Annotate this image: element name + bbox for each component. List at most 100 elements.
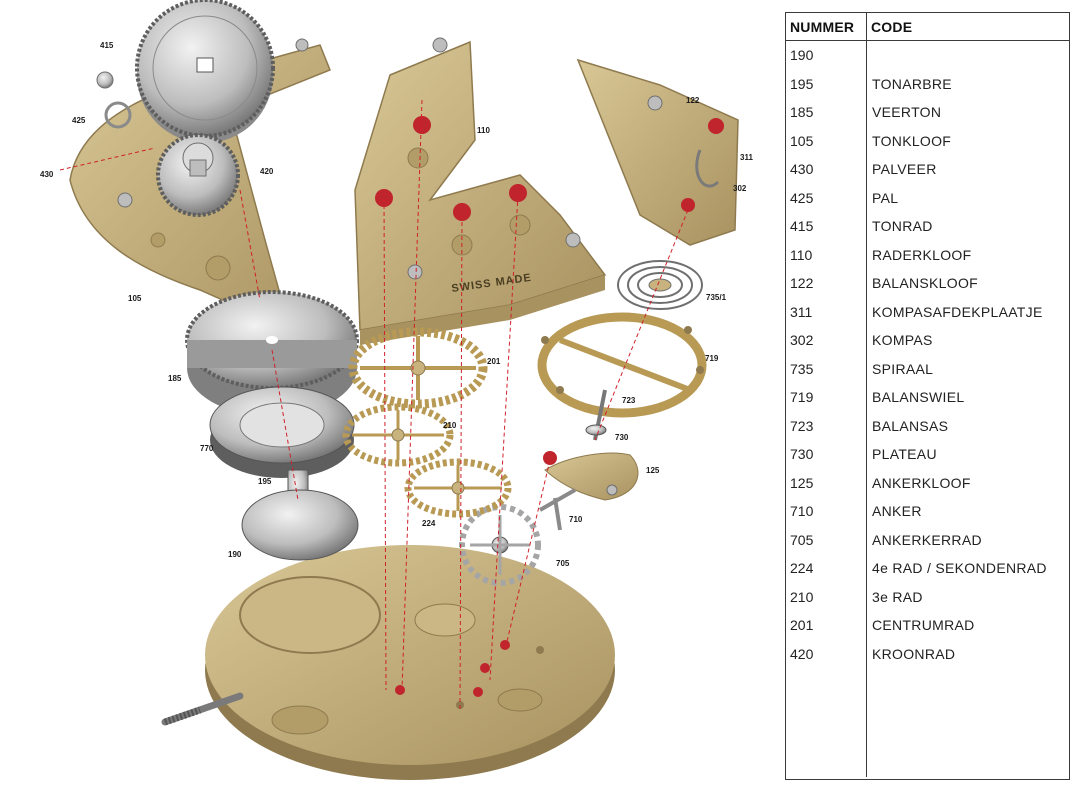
table-row: 415 TONRAD	[786, 212, 1069, 241]
ratchet-wheel-415	[135, 0, 275, 143]
assembly-guide-lines	[59, 99, 689, 711]
table-row: 195 TONARBRE	[786, 69, 1069, 98]
label-105: 105	[128, 294, 142, 303]
table-row: 719 BALANSWIEL	[786, 383, 1069, 412]
table-row: 122 BALANSKLOOF	[786, 269, 1069, 298]
cell-number: 723	[786, 411, 867, 440]
cell-number: 420	[786, 639, 867, 668]
table-row: 201 CENTRUMRAD	[786, 611, 1069, 640]
parts-table-grid: NUMMER CODE 190 195 TONARBRE 185 VEERTON 1…	[786, 13, 1069, 777]
table-row: 302 KOMPAS	[786, 326, 1069, 355]
cell-code-empty	[867, 668, 1070, 777]
cell-code: PALVEER	[872, 161, 937, 178]
cell-number: 224	[786, 554, 867, 583]
label-770: 770	[200, 444, 214, 453]
table-row: 311 KOMPASAFDEKPLAATJE	[786, 297, 1069, 326]
cell-number: 122	[786, 269, 867, 298]
fourth-wheel-224	[404, 458, 512, 518]
cell-number: 430	[786, 155, 867, 184]
label-302: 302	[733, 184, 747, 193]
label-430: 430	[40, 170, 54, 179]
table-row: 705 ANKERKERRAD	[786, 525, 1069, 554]
table-filler-row	[786, 668, 1069, 777]
cell-code: VEERTON	[872, 104, 942, 121]
label-719: 719	[705, 354, 719, 363]
cell-number: 185	[786, 98, 867, 127]
cell-code: BALANSWIEL	[872, 389, 965, 406]
label-190: 190	[228, 550, 242, 559]
cell-code: KROONRAD	[872, 645, 956, 662]
table-row: 110 RADERKLOOF	[786, 240, 1069, 269]
table-row: 190	[786, 40, 1070, 70]
cell-code: RADERKLOOF	[872, 246, 972, 263]
balance-staff-723	[585, 389, 607, 441]
label-125: 125	[646, 466, 660, 475]
cell-code	[867, 41, 1070, 70]
label-420: 420	[260, 167, 274, 176]
cell-code: BALANSAS	[872, 417, 949, 434]
cell-code: KOMPASAFDEKPLAATJE	[872, 303, 1043, 320]
table-row: 430 PALVEER	[786, 155, 1069, 184]
label-723: 723	[622, 396, 636, 405]
cell-code: CENTRUMRAD	[872, 617, 975, 634]
pallet-cock-125	[543, 451, 639, 501]
cell-number: 195	[786, 69, 867, 98]
cell-code: TONKLOOF	[872, 132, 952, 149]
cell-code: KOMPAS	[872, 332, 933, 349]
cell-number: 415	[786, 212, 867, 241]
cell-number: 110	[786, 240, 867, 269]
main-plate	[205, 545, 615, 780]
label-735-1: 735/1	[706, 293, 727, 302]
escape-wheel-705	[459, 504, 541, 586]
column-header-code: CODE	[866, 13, 1069, 41]
cell-number: 735	[786, 354, 867, 383]
label-110: 110	[477, 126, 490, 135]
label-195: 195	[258, 477, 272, 486]
cell-number: 719	[786, 383, 867, 412]
cell-number: 190	[786, 40, 867, 70]
cell-code: ANKERKERRAD	[872, 531, 982, 548]
center-wheel-201	[348, 327, 488, 409]
table-row: 185 VEERTON	[786, 98, 1069, 127]
column-header-number: NUMMER	[786, 13, 867, 41]
label-224: 224	[422, 519, 436, 528]
cell-number: 730	[786, 440, 867, 469]
cell-code: 3e RAD	[872, 588, 923, 605]
label-730: 730	[615, 433, 629, 442]
label-710: 710	[569, 515, 583, 524]
exploded-watch-movement-diagram: SWISS MADE	[40, 0, 753, 780]
cell-code: BALANSKLOOF	[872, 275, 979, 292]
diagram-svg: SWISS MADE	[40, 0, 753, 780]
winding-stem	[161, 692, 244, 726]
table-row: 420 KROONRAD	[786, 639, 1069, 668]
cell-number-empty	[786, 668, 867, 777]
cell-code: SPIRAAL	[872, 360, 934, 377]
table-row: 723 BALANSAS	[786, 411, 1069, 440]
label-311: 311	[740, 153, 753, 162]
cell-code: PLATEAU	[872, 446, 937, 463]
mainspring-770	[209, 386, 355, 478]
cell-number: 201	[786, 611, 867, 640]
cell-number: 425	[786, 183, 867, 212]
table-row: 730 PLATEAU	[786, 440, 1069, 469]
label-705: 705	[556, 559, 570, 568]
cell-code: TONRAD	[872, 218, 933, 235]
balance-wheel-719	[537, 312, 707, 418]
cell-number: 311	[786, 297, 867, 326]
label-122: 122	[686, 96, 700, 105]
hairspring-735	[617, 260, 703, 310]
parts-table: NUMMER CODE 190 195 TONARBRE 185 VEERTON 1…	[785, 12, 1070, 780]
cell-number: 710	[786, 497, 867, 526]
label-201: 201	[487, 357, 501, 366]
cell-code: TONARBRE	[872, 75, 952, 92]
cell-number: 302	[786, 326, 867, 355]
label-210: 210	[443, 421, 457, 430]
table-row: 735 SPIRAAL	[786, 354, 1069, 383]
cell-number: 705	[786, 525, 867, 554]
label-185: 185	[168, 374, 182, 383]
